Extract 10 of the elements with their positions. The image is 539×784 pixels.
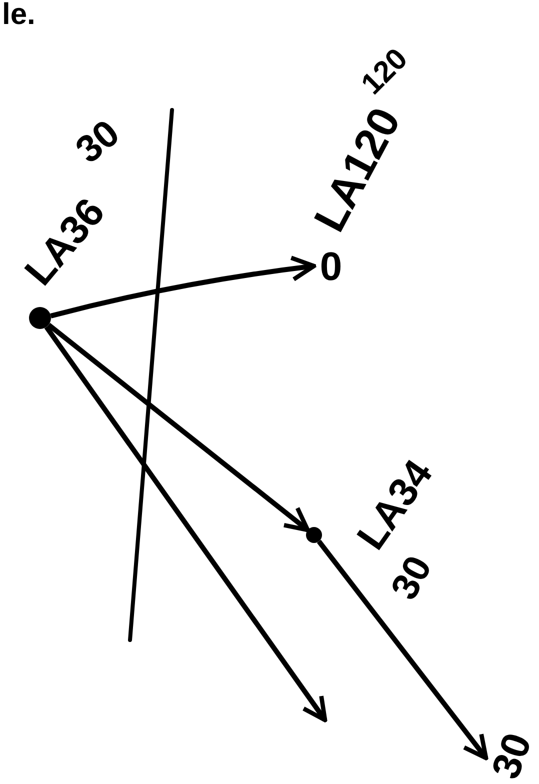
point-label: 0 (320, 247, 342, 287)
value-label: 120 (356, 44, 414, 100)
arrow (50, 256, 316, 318)
note-text: le. (2, 0, 36, 30)
point-label: 30 (486, 728, 538, 784)
value-label: 30 (70, 114, 126, 170)
value-label: 30 (385, 550, 439, 606)
arrow (47, 322, 310, 532)
arrow (316, 540, 488, 760)
arrow (44, 326, 328, 722)
